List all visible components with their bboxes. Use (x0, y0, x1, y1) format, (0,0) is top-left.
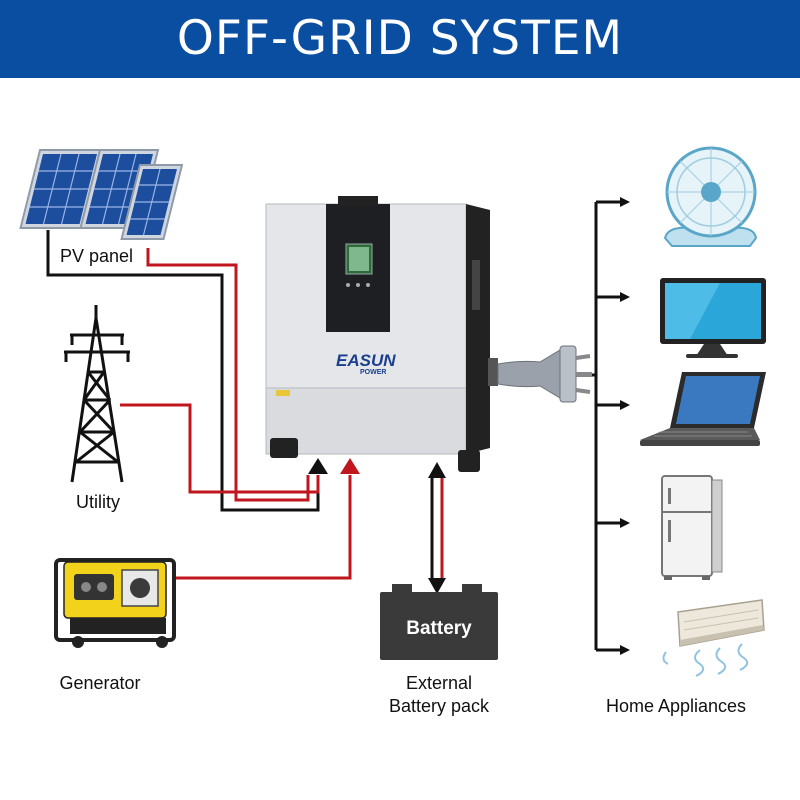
home-appliances-label: Home Appliances (605, 696, 747, 716)
laptop-icon (640, 372, 766, 446)
tv-icon (660, 278, 766, 358)
input-arrow-red (340, 458, 360, 474)
battery-pack-label-line1: External (405, 673, 473, 693)
pv-red-wire (146, 248, 310, 502)
brand-logo-sub: POWER (360, 369, 386, 376)
generator-label: Generator (59, 673, 141, 693)
battery-arrow-down (428, 578, 446, 594)
wiring (46, 197, 630, 655)
solar-panel-icon (19, 149, 184, 240)
input-arrow-black (308, 458, 328, 474)
battery-icon (380, 584, 498, 660)
fan-icon (663, 146, 758, 247)
generator-red-wire (172, 475, 352, 580)
generator-icon (54, 558, 176, 648)
inverter-icon: EASUN POWER (265, 196, 490, 472)
battery-arrow-up (428, 462, 446, 478)
brand-logo-main: EASUN (336, 351, 396, 370)
plug-icon (488, 345, 592, 403)
battery-pack-label-line2: Battery pack (388, 696, 490, 716)
utility-label: Utility (76, 492, 120, 512)
pv-panel-label: PV panel (60, 246, 134, 266)
air-conditioner-icon (662, 599, 765, 677)
title-banner (0, 0, 800, 78)
pv-black-wire (46, 230, 320, 512)
page-title: OFF-GRID SYSTEM (176, 11, 624, 66)
power-tower-icon (64, 305, 130, 483)
battery-label: Battery (406, 618, 472, 639)
utility-red-wire (120, 403, 320, 494)
refrigerator-icon (661, 475, 723, 580)
